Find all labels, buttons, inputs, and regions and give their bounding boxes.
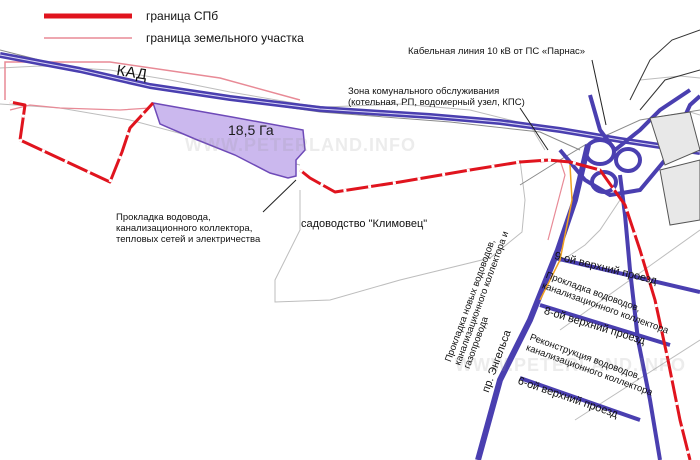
garden-label: садоводство "Климовец" <box>301 218 428 230</box>
spb-border-west <box>9 100 155 184</box>
spb-border-east <box>547 158 692 460</box>
plot-border-top <box>4 61 301 101</box>
leader-lines <box>262 59 607 213</box>
urban-block-2 <box>659 159 700 226</box>
engels-road <box>475 144 591 460</box>
zone-outline <box>299 103 546 151</box>
leader-zone <box>519 107 549 151</box>
urban-blocks <box>649 111 700 226</box>
cable-line-label: Кабельная линия 10 кВ от ПС «Парнас» <box>408 46 586 57</box>
urban-line-1 <box>629 29 700 101</box>
spb-border-middle <box>299 158 549 194</box>
urban-lines <box>629 29 700 111</box>
road-9-line <box>554 256 700 294</box>
urban-block-1 <box>649 111 700 166</box>
communal-zone-label: Зона комунального обслуживания (котельна… <box>348 86 525 108</box>
plot-18-5-ha <box>151 102 306 179</box>
road-6-line <box>519 376 641 422</box>
kad-road-center <box>0 54 700 153</box>
gas-line <box>539 164 573 301</box>
watermark-2: WWW.PETERLAND.INFO <box>455 355 686 375</box>
terrain-line-7 <box>574 339 700 421</box>
terrain-line-4 <box>639 75 700 81</box>
legend-spb-label: граница СПб <box>146 9 219 23</box>
interchange-ramp <box>558 94 700 198</box>
legend-plot-label: граница земельного участка <box>146 31 304 45</box>
watermark-1: WWW.PETERLAND.INFO <box>185 135 416 155</box>
cross-roads <box>519 256 700 422</box>
plot-border-east <box>539 159 566 241</box>
interchange-loop-2 <box>614 147 642 173</box>
leader-pipes <box>262 179 297 213</box>
interchange-ramp-north <box>588 88 692 153</box>
urban-line-2 <box>639 69 700 111</box>
pipes-main-label: Прокладка водовода, канализационного кол… <box>116 212 261 245</box>
interchange <box>558 88 700 198</box>
area-label: 18,5 Га <box>228 122 274 138</box>
engels-road-east <box>618 174 662 460</box>
road-8-line <box>539 303 671 347</box>
leader-cable <box>591 59 607 126</box>
garden-outline <box>274 159 526 303</box>
terrain-line-3 <box>559 199 621 263</box>
spb-border <box>9 100 692 460</box>
